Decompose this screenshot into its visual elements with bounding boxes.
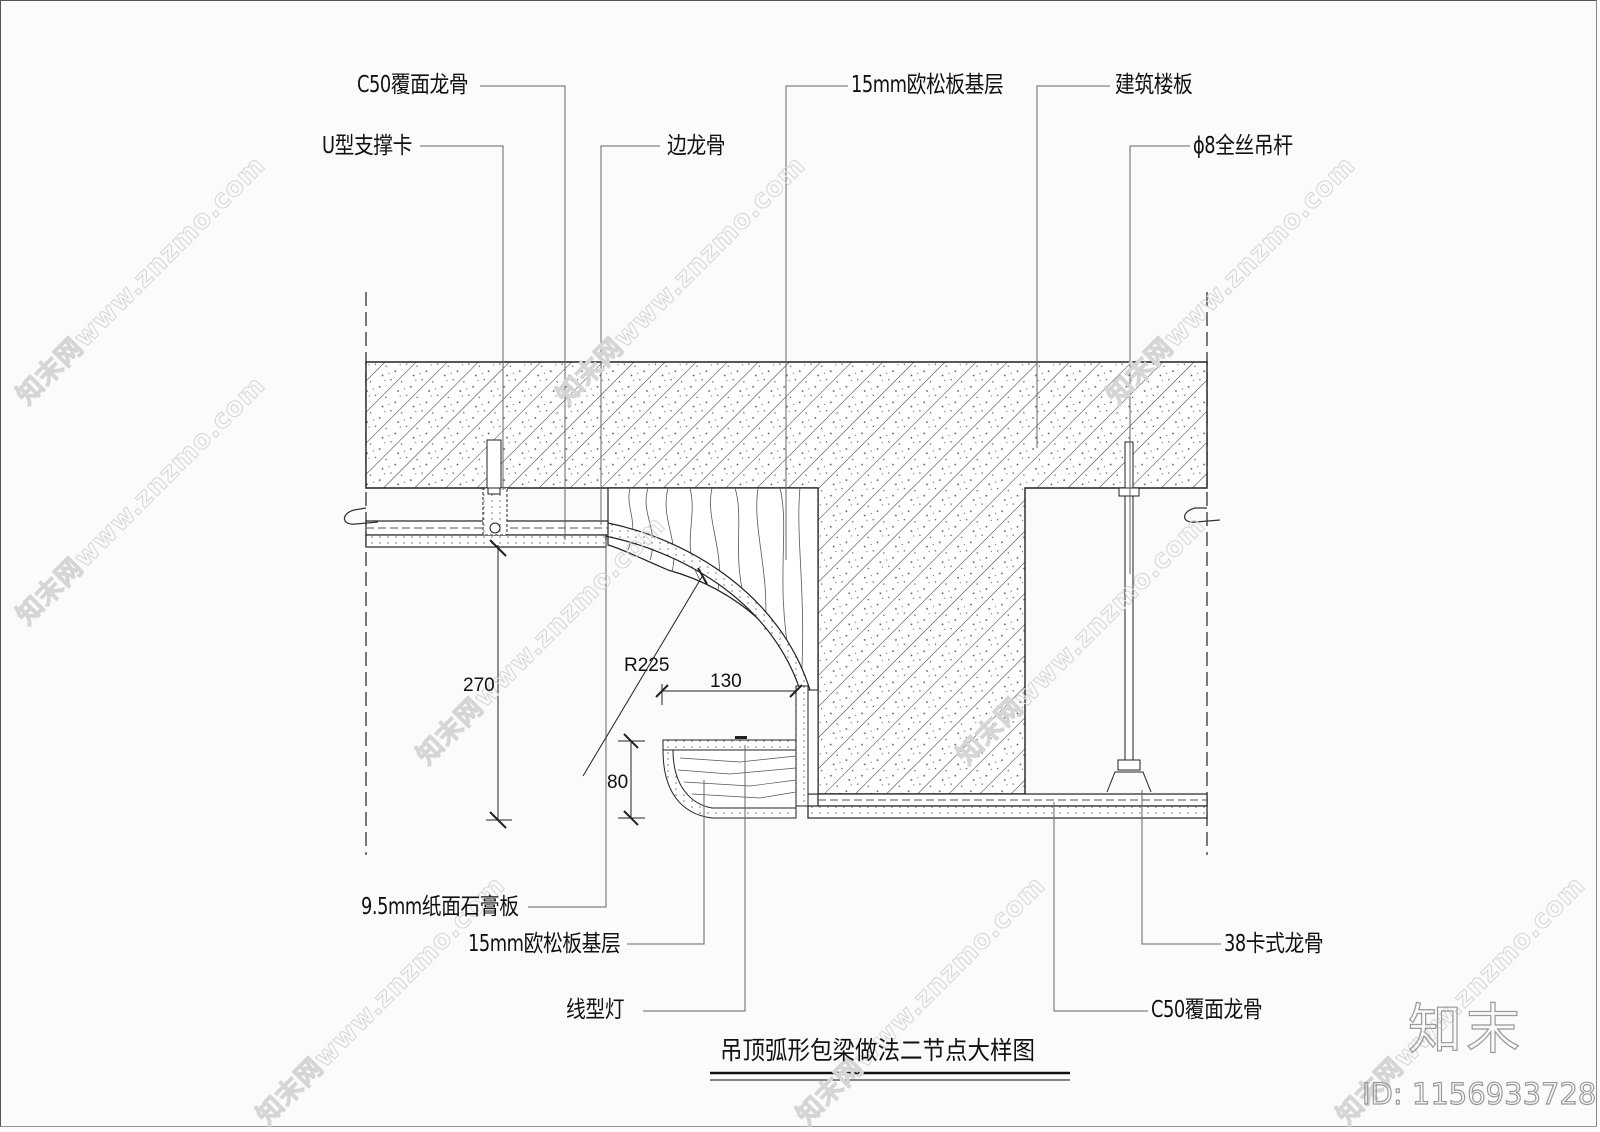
image-id: ID: 1156933728 — [1361, 1077, 1597, 1111]
dimension-lines — [486, 539, 803, 829]
light-box — [662, 685, 819, 819]
label-gypsum: 9.5mm纸面石膏板 — [361, 894, 519, 920]
title-underline — [710, 1071, 1070, 1081]
label-rod: ϕ8全丝吊杆 — [1193, 133, 1293, 159]
label-edge-keel: 边龙骨 — [667, 133, 726, 159]
label-osb-top: 15mm欧松板基层 — [851, 72, 1004, 98]
znzmo-logo: 知末 — [1407, 998, 1524, 1061]
label-linear-light: 线型灯 — [566, 997, 625, 1023]
drawing-title: 吊顶弧形包梁做法二节点大样图 — [720, 1036, 1036, 1065]
label-floor-slab: 建筑楼板 — [1115, 72, 1193, 98]
dimension-130: 130 — [710, 671, 742, 692]
dimension-270: 270 — [463, 675, 495, 696]
right-ceiling — [807, 441, 1221, 819]
leader-lines — [420, 85, 1221, 1012]
label-u-clip: U型支撑卡 — [322, 133, 413, 159]
dimension-radius: R225 — [624, 655, 670, 676]
label-38-keel: 38卡式龙骨 — [1224, 931, 1324, 957]
label-c50-keel-top: C50覆面龙骨 — [357, 72, 469, 98]
label-osb-bottom: 15mm欧松板基层 — [468, 931, 621, 957]
dimension-80: 80 — [607, 772, 629, 793]
label-c50-keel-bottom: C50覆面龙骨 — [1151, 997, 1263, 1023]
